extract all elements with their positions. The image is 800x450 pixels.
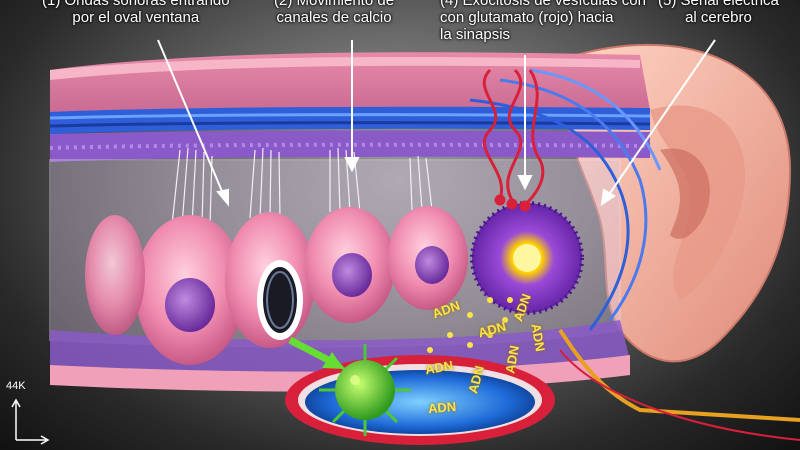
dna-tag: ADN xyxy=(427,398,457,417)
label-step2: (2) Movimiento de canales de calcio xyxy=(274,0,394,26)
glutamate-strands xyxy=(482,68,545,212)
oval-window-icon xyxy=(257,260,303,340)
hair-cell-icon xyxy=(85,215,145,335)
label-step5-line1: (5) Señal eléctrica xyxy=(658,0,779,9)
label-step5: (5) Señal eléctrica al cerebro xyxy=(658,0,779,26)
label-step4-line3: la sinapsis xyxy=(440,26,511,43)
label-step2-line2: canales de calcio xyxy=(276,9,392,26)
virus-icon xyxy=(319,344,411,436)
label-step4: (4) Exocitosis de vesículas con con glut… xyxy=(440,0,646,43)
hair-cell-icon xyxy=(135,147,245,365)
hair-cell-icon xyxy=(305,147,395,323)
label-step1-line1: (1) Ondas sonoras entrando xyxy=(42,0,230,9)
nerve-fiber-icon xyxy=(469,68,800,441)
axis-arrow-icon xyxy=(11,398,50,445)
label-step1-line2: por el oval ventana xyxy=(72,9,200,26)
tissue-layers xyxy=(49,52,651,162)
annotation-arrows xyxy=(157,39,716,207)
hair-cell-row xyxy=(85,147,468,365)
label-step5-line2: al cerebro xyxy=(685,9,752,26)
hair-cell-icon xyxy=(388,155,468,310)
label-step4-line1: (4) Exocitosis de vesículas con xyxy=(440,0,646,9)
green-arrow xyxy=(288,336,344,369)
label-step1: (1) Ondas sonoras entrando por el oval v… xyxy=(42,0,230,26)
label-step4-line2: con glutamato (rojo) hacia xyxy=(440,9,614,26)
label-step2-line1: (2) Movimiento de xyxy=(274,0,395,9)
corner-label: 44K xyxy=(6,380,26,392)
